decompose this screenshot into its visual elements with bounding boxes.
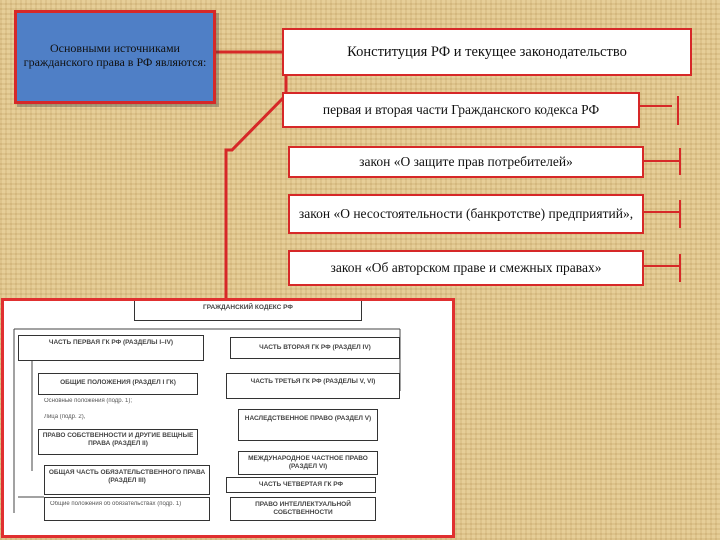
scheme-intl: МЕЖДУНАРОДНОЕ ЧАСТНОЕ ПРАВО (РАЗДЕЛ VI): [248, 455, 368, 471]
scheme-obligations: ОБЩАЯ ЧАСТЬ ОБЯЗАТЕЛЬСТВЕННОГО ПРАВА (РА…: [48, 469, 206, 485]
scheme-title: ГРАЖДАНСКИЙ КОДЕКС РФ: [203, 304, 293, 311]
intro-box: Основными источниками гражданского права…: [14, 10, 216, 104]
source-label: закон «О несостоятельности (банкротстве)…: [298, 205, 634, 221]
source-box-civil-code: первая и вторая части Гражданского кодек…: [282, 92, 640, 128]
scheme-part4: ЧАСТЬ ЧЕТВЕРТАЯ ГК РФ: [258, 481, 344, 488]
scheme-lines: [13, 328, 401, 513]
source-label: Конституция РФ и текущее законодательств…: [347, 43, 627, 60]
scheme-obligations-note: Общие положения об обязательствах (подр.…: [50, 501, 182, 507]
intro-text: Основными источниками гражданского права…: [23, 41, 207, 70]
scheme-general: ОБЩИЕ ПОЛОЖЕНИЯ (РАЗДЕЛ I ГК): [60, 379, 176, 386]
scheme-general-note2: Лица (подр. 2),: [44, 414, 86, 420]
source-label: закон «О защите прав потребителей»: [359, 153, 573, 169]
scheme-general-note1: Основные положения (подр. 1);: [44, 398, 132, 404]
scheme-property: ПРАВО СОБСТВЕННОСТИ И ДРУГИЕ ВЕЩНЫЕ ПРАВ…: [42, 432, 194, 448]
source-box-consumer-law: закон «О защите прав потребителей»: [288, 146, 644, 178]
source-box-bankruptcy-law: закон «О несостоятельности (банкротстве)…: [288, 194, 644, 234]
source-box-copyright-law: закон «Об авторском праве и смежных прав…: [288, 250, 644, 286]
scheme-part2: ЧАСТЬ ВТОРАЯ ГК РФ (РАЗДЕЛ IV): [259, 344, 371, 351]
scheme-part1: ЧАСТЬ ПЕРВАЯ ГК РФ (РАЗДЕЛЫ I–IV): [48, 339, 174, 346]
scheme-ip: ПРАВО ИНТЕЛЛЕКТУАЛЬНОЙ СОБСТВЕННОСТИ: [255, 501, 351, 517]
scheme-inheritance: НАСЛЕДСТВЕННОЕ ПРАВО (РАЗДЕЛ V): [244, 415, 372, 422]
source-label: первая и вторая части Гражданского кодек…: [322, 101, 600, 117]
source-label: закон «Об авторском праве и смежных прав…: [330, 259, 602, 275]
civil-code-scheme-image: ГРАЖДАНСКИЙ КОДЕКС РФ ЧАСТЬ ПЕРВАЯ ГК РФ…: [1, 298, 455, 538]
source-box-constitution: Конституция РФ и текущее законодательств…: [282, 28, 692, 76]
scheme-part3: ЧАСТЬ ТРЕТЬЯ ГК РФ (РАЗДЕЛЫ V, VI): [250, 378, 376, 385]
